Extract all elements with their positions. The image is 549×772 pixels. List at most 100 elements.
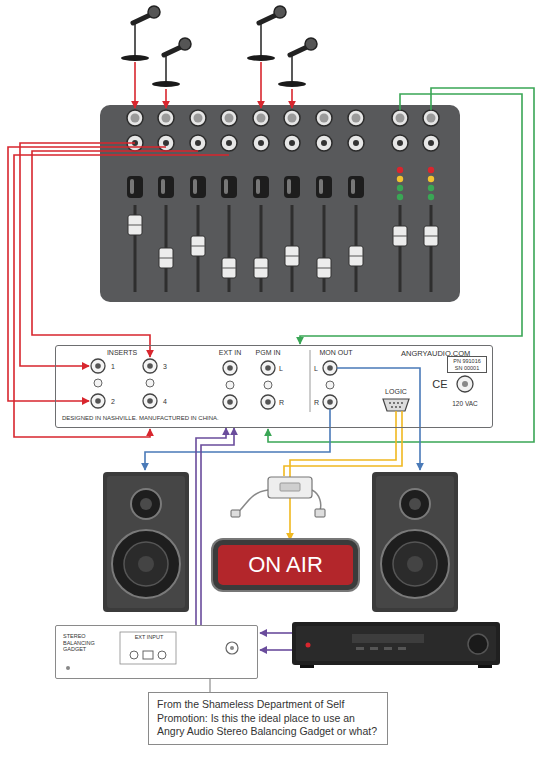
fader-cap-line: [285, 256, 299, 257]
pin: [395, 406, 397, 408]
insert-cable: [20, 143, 135, 366]
pin: [401, 402, 403, 404]
jack-socket: [226, 140, 232, 146]
power-cord: [312, 490, 321, 510]
knob: [253, 176, 269, 198]
pin: [399, 406, 401, 408]
display-window: [352, 634, 424, 643]
jack-socket: [147, 398, 153, 404]
power-rating: 120 VAC: [452, 401, 478, 408]
level-led: [428, 167, 434, 173]
knob-highlight: [351, 179, 355, 194]
woofer-cone: [124, 542, 168, 586]
jack-socket: [227, 399, 233, 405]
fader-cap: [349, 246, 363, 266]
quarter-inch-jack: [316, 135, 332, 151]
fader-cap: [317, 258, 331, 278]
knob: [221, 176, 237, 198]
jack-socket: [327, 399, 333, 405]
jack-block: [143, 651, 153, 659]
fader-cap-line: [222, 268, 236, 269]
xlr-jack: [253, 110, 269, 126]
mic-head: [148, 6, 160, 18]
fader-track: [399, 205, 402, 292]
mic-stand: [134, 22, 136, 58]
xlr-jack: [316, 110, 332, 126]
static-cables: [8, 62, 534, 650]
panel-jack: [143, 394, 157, 408]
xlr-jack: [284, 110, 300, 126]
knob: [348, 176, 364, 198]
channel-label: R: [314, 399, 319, 406]
jack-socket: [257, 114, 266, 123]
cd-player: [292, 622, 500, 668]
xlr-jack: [392, 110, 408, 126]
fader-cap-line: [159, 258, 173, 259]
quarter-inch-jack: [158, 135, 174, 151]
knob: [127, 176, 143, 198]
xlr-jack: [423, 110, 439, 126]
mic-handle: [259, 15, 276, 23]
mic-head: [305, 38, 317, 50]
power-socket: [315, 509, 325, 517]
jack-socket: [327, 365, 333, 371]
microphones: [121, 6, 317, 87]
mic-stand: [165, 54, 167, 84]
small-jack: [146, 379, 154, 387]
level-led: [397, 176, 403, 182]
level-led: [397, 194, 403, 200]
stand-base: [278, 81, 306, 87]
port-label: LOGIC: [385, 388, 407, 395]
level-led: [428, 176, 434, 182]
mic-cable: [260, 62, 262, 108]
small-jack: [226, 381, 234, 389]
mixer-controls: [127, 110, 439, 292]
player-chassis: [292, 622, 500, 665]
player-cable: [260, 632, 292, 634]
balancing-gadget: STEREO BALANCING GADGETEXT INPUT: [55, 625, 258, 679]
mic-stand: [260, 22, 262, 58]
button: [356, 647, 364, 650]
panel-jack: [223, 361, 237, 375]
tweeter: [131, 489, 161, 519]
power-inlet: [457, 376, 473, 392]
button: [370, 647, 378, 650]
quarter-inch-jack: [221, 135, 237, 151]
fader-cap-line: [349, 256, 363, 257]
button: [398, 647, 406, 650]
program-cable: [268, 88, 534, 442]
woofer: [112, 530, 180, 598]
fader-track: [228, 205, 231, 292]
panel-jack: [323, 395, 337, 409]
power-cord: [238, 490, 268, 512]
jack-socket: [397, 140, 403, 146]
knob-highlight: [256, 179, 260, 194]
rack-panel-parts: [91, 350, 473, 412]
section-label: INSERTS: [107, 349, 137, 356]
tweeter-dome: [140, 498, 152, 510]
channel-number: 2: [111, 398, 115, 405]
power-led: [306, 643, 311, 648]
knob-highlight: [224, 179, 228, 194]
mic-handle: [133, 15, 150, 23]
pin: [397, 402, 399, 404]
speaker-baffle: [376, 476, 454, 608]
jack-socket: [195, 140, 201, 146]
knob: [190, 176, 206, 198]
panel-jack: [91, 359, 105, 373]
fader-track: [430, 205, 433, 292]
jack-socket: [131, 114, 140, 123]
knob: [316, 176, 332, 198]
jack-socket: [320, 114, 329, 123]
gadget-parts: [66, 632, 238, 670]
channel-label: R: [279, 399, 284, 406]
panel-jack: [261, 361, 275, 375]
channel-number: 1: [111, 363, 115, 370]
jack-socket: [289, 140, 295, 146]
on-air-sign: ON AIR: [213, 540, 358, 590]
jack-socket: [95, 363, 101, 369]
jack-socket: [225, 114, 234, 123]
jack-socket: [288, 114, 297, 123]
